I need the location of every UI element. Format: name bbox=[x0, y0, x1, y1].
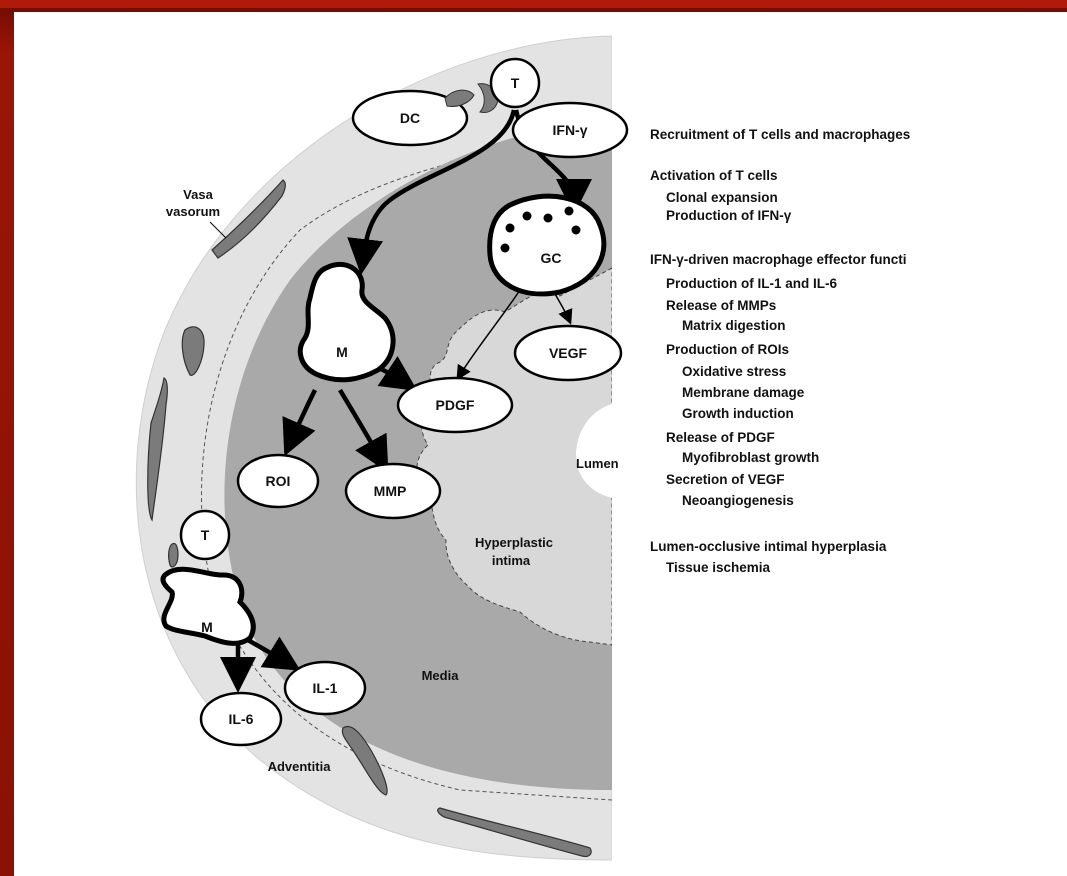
svg-text:IL-1: IL-1 bbox=[313, 680, 338, 696]
side-text-line: Production of IL-1 and IL-6 bbox=[666, 276, 837, 291]
svg-text:IL-6: IL-6 bbox=[229, 711, 254, 727]
t-cell-bottom: T bbox=[181, 511, 229, 559]
t-cell-top: T bbox=[491, 59, 539, 107]
il1-cytokine: IL-1 bbox=[285, 662, 365, 714]
svg-text:M: M bbox=[336, 344, 348, 360]
side-text-line: Secretion of VEGF bbox=[666, 472, 785, 487]
gc-cell: GC bbox=[490, 196, 604, 294]
side-text-line: Tissue ischemia bbox=[666, 560, 771, 575]
svg-text:T: T bbox=[511, 75, 520, 91]
svg-text:GC: GC bbox=[541, 250, 562, 266]
side-text-line: Neoangiogenesis bbox=[682, 493, 794, 508]
side-text-line: IFN-γ-driven macrophage effector functi bbox=[650, 252, 907, 267]
side-text-line: Growth induction bbox=[682, 406, 794, 421]
macrophage-bottom: M bbox=[163, 569, 253, 643]
side-text-line: Production of IFN-γ bbox=[666, 208, 792, 223]
side-text-list: Recruitment of T cells and macrophagesAc… bbox=[650, 127, 910, 575]
side-text-line: Release of PDGF bbox=[666, 430, 775, 445]
pdgf-cytokine: PDGF bbox=[398, 378, 512, 432]
side-text-line: Production of ROIs bbox=[666, 342, 789, 357]
lumen-label: Lumen bbox=[576, 456, 619, 471]
mmp-cytokine: MMP bbox=[346, 464, 440, 518]
vasa-label-1: Vasa bbox=[183, 187, 213, 202]
media-label: Media bbox=[422, 668, 460, 683]
svg-text:PDGF: PDGF bbox=[436, 397, 475, 413]
side-text-line: Release of MMPs bbox=[666, 298, 776, 313]
intima-label-1: Hyperplastic bbox=[475, 535, 553, 550]
svg-text:IFN-γ: IFN-γ bbox=[553, 122, 588, 138]
vasa-pointer bbox=[210, 222, 226, 238]
adventitia-label: Adventitia bbox=[268, 759, 332, 774]
side-text-line: Myofibroblast growth bbox=[682, 450, 819, 465]
vasa-label-2: vasorum bbox=[166, 204, 220, 219]
svg-text:T: T bbox=[201, 527, 210, 543]
il6-cytokine: IL-6 bbox=[201, 693, 281, 745]
intima-label-2: intima bbox=[492, 553, 531, 568]
side-text-line: Membrane damage bbox=[682, 385, 805, 400]
side-text-line: Activation of T cells bbox=[650, 168, 778, 183]
side-text-line: Clonal expansion bbox=[666, 190, 778, 205]
svg-text:VEGF: VEGF bbox=[549, 345, 588, 361]
side-text-line: Oxidative stress bbox=[682, 364, 786, 379]
roi-cytokine: ROI bbox=[238, 455, 318, 507]
ifn-gamma-cytokine: IFN-γ bbox=[513, 103, 627, 157]
svg-text:M: M bbox=[201, 619, 213, 635]
vegf-cytokine: VEGF bbox=[515, 326, 621, 380]
side-text-line: Matrix digestion bbox=[682, 318, 786, 333]
svg-text:MMP: MMP bbox=[374, 483, 407, 499]
side-text-line: Lumen-occlusive intimal hyperplasia bbox=[650, 539, 887, 554]
side-text-line: Recruitment of T cells and macrophages bbox=[650, 127, 910, 142]
svg-text:DC: DC bbox=[400, 110, 420, 126]
svg-text:ROI: ROI bbox=[266, 473, 291, 489]
